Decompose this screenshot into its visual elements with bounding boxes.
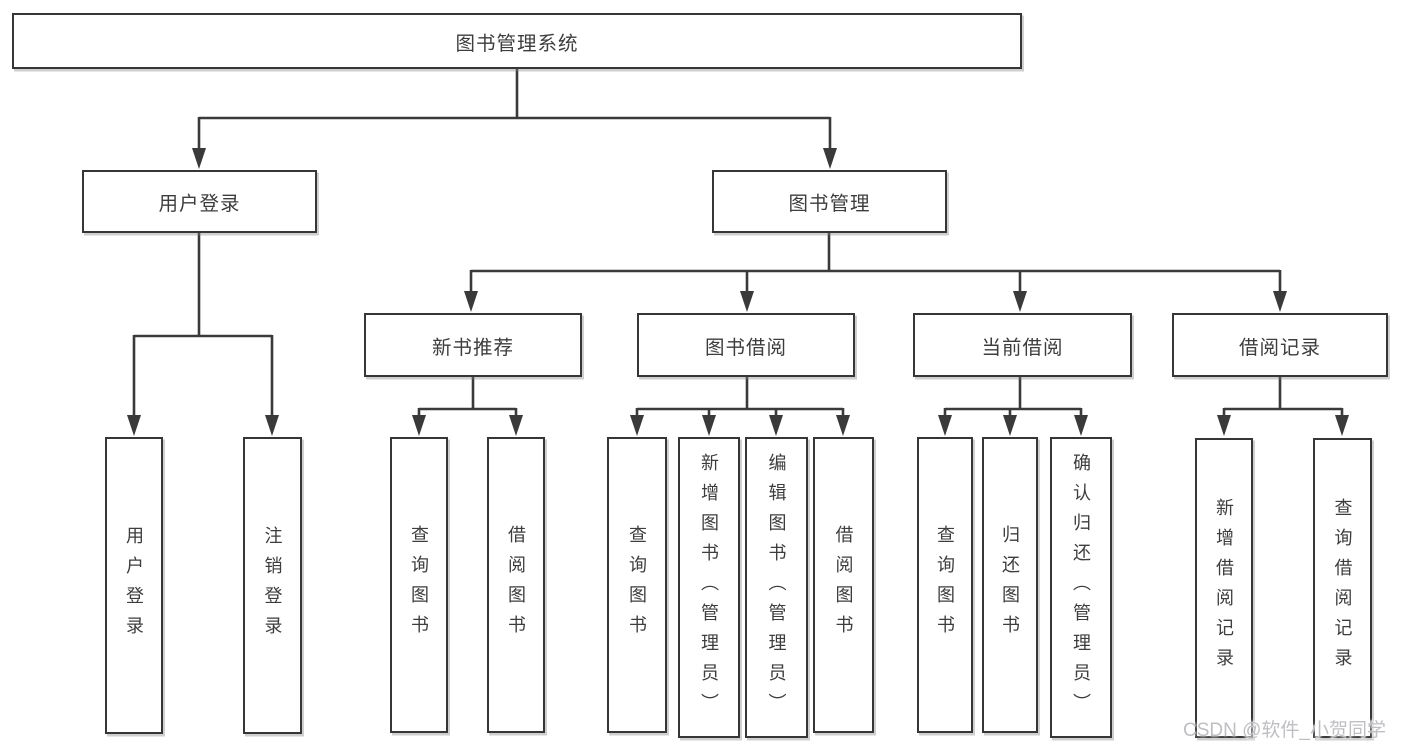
node-new-book-recommend: 新书推荐 bbox=[364, 313, 582, 377]
leaf-label: 确认归还（管理员） bbox=[1071, 452, 1091, 723]
node-user-login: 用户登录 bbox=[82, 170, 317, 233]
node-label: 新书推荐 bbox=[431, 336, 514, 359]
leaf-query-books-borrow: 查询图书 bbox=[607, 437, 667, 733]
node-book-management: 图书管理 bbox=[712, 170, 947, 233]
leaf-label: 注销登录 bbox=[262, 525, 283, 646]
leaf-label: 借阅图书 bbox=[506, 525, 526, 645]
leaf-query-borrow-record: 查询借阅记录 bbox=[1313, 438, 1372, 738]
node-label: 图书借阅 bbox=[704, 336, 787, 359]
leaf-query-books-current: 查询图书 bbox=[917, 437, 973, 733]
csdn-watermark: CSDN @软件_小贺同学 bbox=[1183, 720, 1386, 741]
leaf-label: 归还图书 bbox=[1000, 525, 1020, 645]
node-book-borrow: 图书借阅 bbox=[637, 313, 855, 377]
leaf-return-books: 归还图书 bbox=[982, 437, 1038, 733]
leaf-label: 编辑图书（管理员） bbox=[766, 452, 787, 723]
leaf-confirm-return-admin: 确认归还（管理员） bbox=[1050, 437, 1112, 738]
leaf-logout: 注销登录 bbox=[243, 437, 302, 734]
node-label: 图书管理系统 bbox=[455, 32, 579, 55]
node-label: 当前借阅 bbox=[981, 336, 1064, 359]
leaf-query-books-newbook: 查询图书 bbox=[390, 437, 448, 733]
leaf-label: 用户登录 bbox=[124, 525, 144, 646]
node-label: 借阅记录 bbox=[1238, 336, 1321, 359]
leaf-label: 查询借阅记录 bbox=[1332, 498, 1353, 678]
node-label: 图书管理 bbox=[788, 193, 871, 215]
node-borrow-records: 借阅记录 bbox=[1172, 313, 1388, 377]
leaf-borrow-books: 借阅图书 bbox=[813, 437, 874, 733]
node-library-system: 图书管理系统 bbox=[12, 13, 1022, 69]
leaf-user-login: 用户登录 bbox=[105, 437, 163, 734]
leaf-label: 查询图书 bbox=[409, 525, 429, 645]
leaf-label: 查询图书 bbox=[627, 525, 647, 645]
leaf-borrow-books-newbook: 借阅图书 bbox=[487, 437, 545, 733]
leaf-label: 查询图书 bbox=[935, 525, 955, 645]
node-label: 用户登录 bbox=[158, 193, 241, 215]
node-current-borrow: 当前借阅 bbox=[913, 313, 1132, 377]
leaf-label: 借阅图书 bbox=[833, 525, 854, 645]
leaf-label: 新增图书（管理员） bbox=[699, 452, 719, 723]
leaf-add-borrow-record: 新增借阅记录 bbox=[1195, 438, 1253, 738]
leaf-add-books-admin: 新增图书（管理员） bbox=[678, 437, 740, 738]
leaf-label: 新增借阅记录 bbox=[1214, 498, 1234, 678]
leaf-edit-books-admin: 编辑图书（管理员） bbox=[745, 437, 808, 738]
